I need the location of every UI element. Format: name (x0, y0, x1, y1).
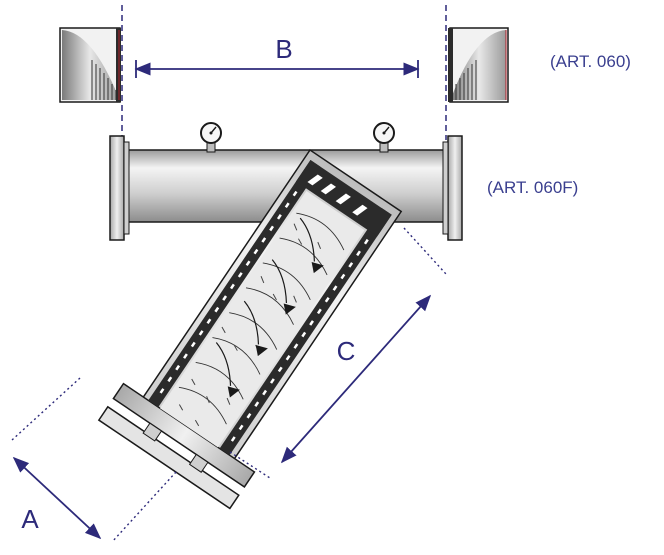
dimension-a: A (12, 456, 102, 540)
reference-lines-ac (11, 227, 447, 543)
dimension-c-label: C (337, 336, 356, 366)
label-art-060f: (ART. 060F) (487, 178, 578, 197)
dimension-a-label: A (21, 504, 39, 534)
label-art-060: (ART. 060) (550, 52, 631, 71)
pressure-gauge-icon (200, 122, 222, 153)
dimension-c: C (280, 294, 432, 464)
right-threaded-socket (448, 27, 509, 103)
pressure-gauge-icon (373, 122, 395, 153)
dimension-b: B (134, 34, 420, 78)
reference-lines-b (121, 5, 447, 140)
dimension-b-label: B (275, 34, 292, 64)
left-threaded-socket (59, 27, 121, 103)
